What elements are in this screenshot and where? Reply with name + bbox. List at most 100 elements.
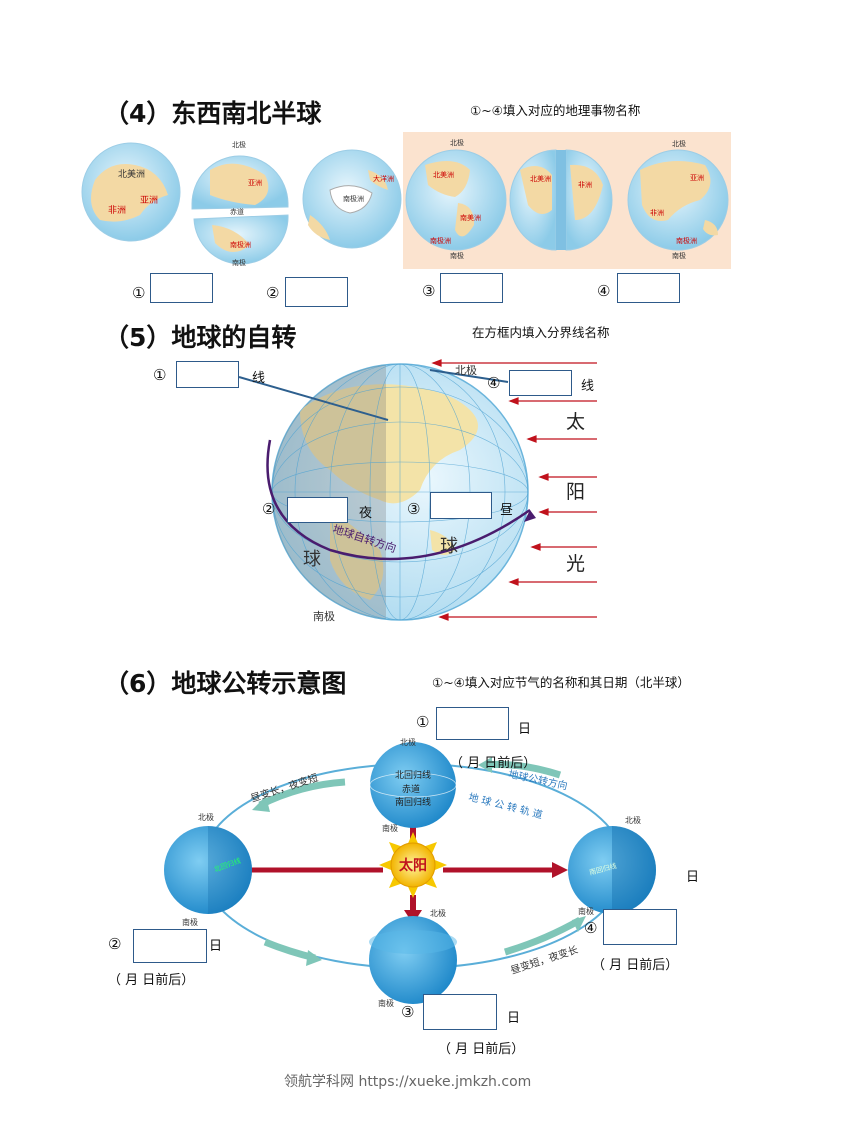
s5-night-label: 夜 — [359, 506, 373, 521]
s6-slot2-ri: 日 — [209, 939, 223, 954]
earth-rotation-diagram: 球 球 地球自转方向 北极 南极 太 阳 光 — [238, 359, 597, 623]
sun-char-2: 阳 — [566, 481, 585, 503]
svg-text:北回归线: 北回归线 — [395, 769, 431, 781]
svg-text:北极: 北极 — [455, 363, 477, 377]
globe-eastern-hemisphere: 北极 亚洲 非洲 南极洲 南极 — [627, 139, 729, 260]
s4-answer-box-3[interactable] — [440, 273, 503, 303]
s4-slot1-label: ① — [132, 284, 146, 302]
svg-text:北极: 北极 — [430, 908, 446, 918]
globe-prime-meridian-split: 北美洲 非洲 — [509, 149, 613, 251]
section5-title: （5）地球的自转 — [104, 323, 297, 352]
svg-text:南极: 南极 — [232, 258, 246, 267]
svg-text:球: 球 — [440, 536, 458, 557]
s5-slot2-label: ② — [262, 500, 276, 518]
svg-text:球: 球 — [303, 549, 321, 570]
s6-slot4-label: ④ — [584, 919, 598, 937]
s5-slot4-label: ④ — [487, 374, 501, 392]
svg-text:南极: 南极 — [313, 609, 335, 623]
s6-slot1-label: ① — [416, 713, 430, 731]
rotation-arrow — [266, 439, 531, 561]
svg-text:南极洲: 南极洲 — [343, 194, 364, 203]
s4-answer-box-2[interactable] — [285, 277, 348, 307]
section6-title: （6）地球公转示意图 — [104, 669, 347, 698]
hemisphere-globes: 北美洲 非洲 亚洲 北极 赤道 南极 亚洲 南极洲 南极洲 大洋洲 北极 北美洲… — [81, 132, 731, 269]
leader-line-1 — [238, 376, 389, 421]
s6-slot3-ri: 日 — [507, 1011, 521, 1026]
earth-right: 北极 南极 南回归线 — [568, 815, 656, 916]
sun-char-3: 光 — [566, 553, 585, 575]
s6-slot4-date: （ 月 日前后） — [592, 958, 679, 973]
sun: 太阳 — [379, 832, 447, 898]
s6-slot3-date: （ 月 日前后） — [438, 1042, 525, 1057]
s6-slot2-date: （ 月 日前后） — [108, 973, 195, 988]
svg-text:亚洲: 亚洲 — [690, 174, 704, 182]
svg-text:太阳: 太阳 — [399, 857, 427, 874]
leader-line-4 — [429, 369, 509, 383]
sun-char-1: 太 — [566, 411, 585, 433]
s5-answer-box-4[interactable] — [509, 370, 572, 396]
sunlight-arrows — [431, 359, 597, 621]
svg-text:非洲: 非洲 — [650, 208, 664, 217]
svg-text:非洲: 非洲 — [108, 204, 126, 216]
svg-text:北美洲: 北美洲 — [118, 168, 145, 180]
s5-answer-box-1[interactable] — [176, 361, 239, 388]
svg-text:南极: 南极 — [672, 251, 686, 260]
svg-text:南极: 南极 — [378, 998, 394, 1008]
svg-text:南极洲: 南极洲 — [230, 240, 251, 249]
s4-slot3-label: ③ — [422, 282, 436, 300]
earth-bottom: 北极 南极 — [369, 908, 457, 1008]
section5-note: 在方框内填入分界线名称 — [472, 325, 610, 340]
s6-slot1-date: （ 月 日前后） — [450, 756, 537, 771]
globe-south-hemisphere: 南极洲 大洋洲 — [302, 149, 402, 249]
section4-title: （4）东西南北半球 — [104, 99, 322, 128]
section6-note: ①~④填入对应节气的名称和其日期（北半球） — [432, 675, 690, 690]
s5-slot3-label: ③ — [407, 500, 421, 518]
footer-text: 领航学科网 https://xueke.jmkzh.com — [284, 1074, 532, 1090]
orbit-track-label: 地 球 公 转 轨 道 — [467, 790, 544, 821]
svg-text:赤道: 赤道 — [230, 207, 244, 216]
section4-note: ①~④填入对应的地理事物名称 — [470, 103, 641, 118]
svg-text:北极: 北极 — [625, 815, 641, 825]
s5-day-label: 昼 — [500, 503, 514, 518]
svg-text:南回归线: 南回归线 — [395, 796, 431, 808]
s4-slot2-label: ② — [266, 284, 280, 302]
s5-answer-box-3[interactable] — [430, 492, 492, 519]
svg-text:非洲: 非洲 — [578, 180, 592, 189]
s6-answer-box-2[interactable] — [133, 929, 207, 963]
svg-text:南极洲: 南极洲 — [430, 236, 451, 245]
svg-text:亚洲: 亚洲 — [248, 179, 262, 187]
svg-text:南极洲: 南极洲 — [676, 236, 697, 245]
s5-line1-suffix: 线 — [252, 371, 266, 386]
svg-text:北极: 北极 — [198, 812, 214, 822]
s5-answer-box-2[interactable] — [287, 497, 348, 523]
svg-text:南美洲: 南美洲 — [460, 213, 481, 222]
svg-text:北极: 北极 — [450, 138, 464, 147]
svg-text:北极: 北极 — [672, 139, 686, 148]
s6-answer-box-1[interactable] — [436, 707, 509, 740]
globe-western-hemisphere: 北极 北美洲 南美洲 南极洲 南极 — [405, 138, 507, 260]
svg-text:南极: 南极 — [450, 251, 464, 260]
svg-text:南极: 南极 — [182, 917, 198, 927]
s5-line4-suffix: 线 — [581, 379, 595, 394]
svg-text:北极: 北极 — [232, 140, 246, 149]
s6-answer-box-4[interactable] — [603, 909, 677, 945]
s6-slot2-label: ② — [108, 935, 122, 953]
svg-text:北美洲: 北美洲 — [530, 174, 551, 183]
s4-answer-box-4[interactable] — [617, 273, 680, 303]
svg-text:南极: 南极 — [382, 823, 398, 833]
sun-arrows — [232, 810, 568, 924]
s6-answer-box-3[interactable] — [423, 994, 497, 1030]
s6-right-ri: 日 — [686, 870, 700, 885]
svg-text:南极: 南极 — [578, 906, 594, 916]
globe-equator-split: 北极 赤道 南极 亚洲 南极洲 — [191, 140, 289, 267]
svg-text:北美洲: 北美洲 — [433, 170, 454, 179]
svg-text:北极: 北极 — [400, 737, 416, 747]
s4-slot4-label: ④ — [597, 282, 611, 300]
earth-left: 北极 南极 北回归线 — [164, 812, 252, 927]
s4-answer-box-1[interactable] — [150, 273, 213, 303]
s5-slot1-label: ① — [153, 366, 167, 384]
earth-revolution-diagram: 太阳 北极 北回归线 赤道 南回归线 南极 北极 南极 北回归线 北极 南极 南… — [164, 737, 656, 1008]
s6-slot1-ri: 日 — [518, 722, 532, 737]
svg-text:赤道: 赤道 — [402, 783, 420, 795]
svg-text:亚洲: 亚洲 — [140, 195, 158, 206]
